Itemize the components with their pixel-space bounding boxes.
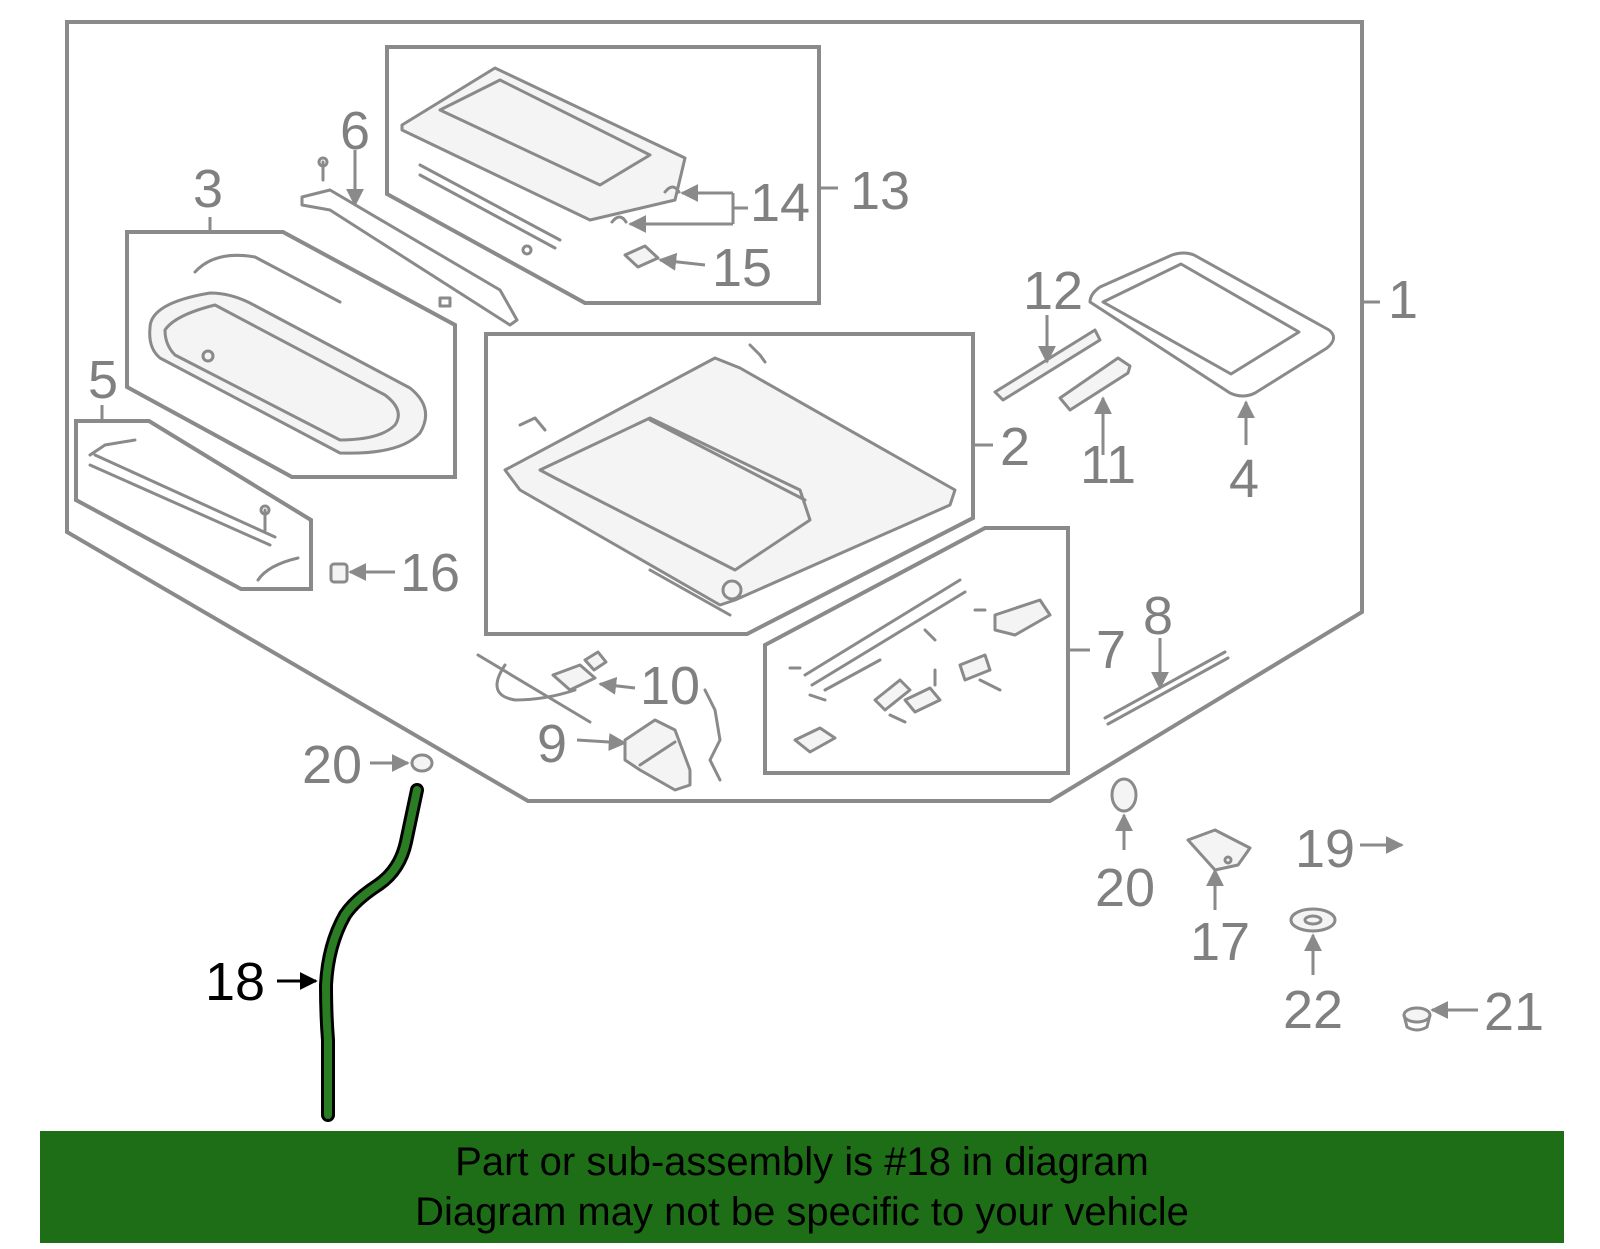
subassembly-box-3 [125, 230, 457, 479]
callout-2: 2 [1000, 417, 1030, 477]
callout-6: 6 [340, 101, 370, 161]
part-4-seal-ring [1088, 251, 1335, 445]
part-6-rail [300, 150, 519, 327]
callout-3: 3 [193, 159, 223, 219]
callout-16: 16 [400, 543, 460, 603]
part-17-bracket [1186, 828, 1252, 910]
part-22-washer [1289, 907, 1337, 975]
callout-22: 22 [1283, 980, 1343, 1040]
part-8-strip [1103, 638, 1230, 726]
callout-20-right: 20 [1095, 858, 1155, 918]
part-20-grommet-left [370, 753, 434, 773]
callout-8: 8 [1143, 586, 1173, 646]
part-7-mechanism [788, 578, 1052, 754]
banner-line-1: Part or sub-assembly is #18 in diagram [455, 1140, 1149, 1184]
assembly-outline-1 [65, 20, 1364, 803]
info-banner: Part or sub-assembly is #18 in diagram D… [40, 1131, 1564, 1243]
callout-11: 11 [1080, 435, 1136, 495]
part-14-clips [610, 184, 748, 233]
subassembly-box-2 [484, 332, 975, 636]
part-18-drain-hose-highlighted [277, 783, 424, 1122]
part-16-plug [329, 562, 395, 584]
part-19-drain-hose [1153, 723, 1438, 1007]
callout-5: 5 [88, 350, 118, 410]
callout-19: 19 [1295, 819, 1355, 879]
part-21-grommet [1402, 1001, 1478, 1032]
part-10-harness [476, 650, 636, 724]
callout-1: 1 [1388, 270, 1418, 330]
callout-17: 17 [1190, 912, 1250, 972]
callout-13: 13 [850, 161, 910, 221]
part-12-strip [993, 315, 1102, 402]
part-2-frame [503, 343, 957, 617]
callout-7: 7 [1096, 620, 1126, 680]
subassembly-box-5 [74, 419, 313, 591]
callout-4: 4 [1229, 449, 1259, 509]
part-20-grommet-right [1110, 777, 1138, 850]
callout-14: 14 [750, 173, 810, 233]
part-3-glass [148, 217, 428, 455]
callout-15: 15 [712, 238, 772, 298]
callout-12: 12 [1023, 261, 1083, 321]
callout-21: 21 [1484, 982, 1544, 1042]
part-9-motor [576, 688, 722, 792]
part-15-pad [623, 244, 706, 271]
subassembly-box-13 [385, 45, 821, 305]
callout-10: 10 [640, 656, 700, 716]
part-11-strip [1058, 356, 1132, 455]
part-5-seal [88, 405, 300, 582]
callout-20-left: 20 [302, 735, 362, 795]
callout-9: 9 [537, 714, 567, 774]
part-13-sunshade [400, 66, 687, 256]
callout-18: 18 [205, 952, 265, 1012]
banner-line-2: Diagram may not be specific to your vehi… [415, 1190, 1189, 1234]
